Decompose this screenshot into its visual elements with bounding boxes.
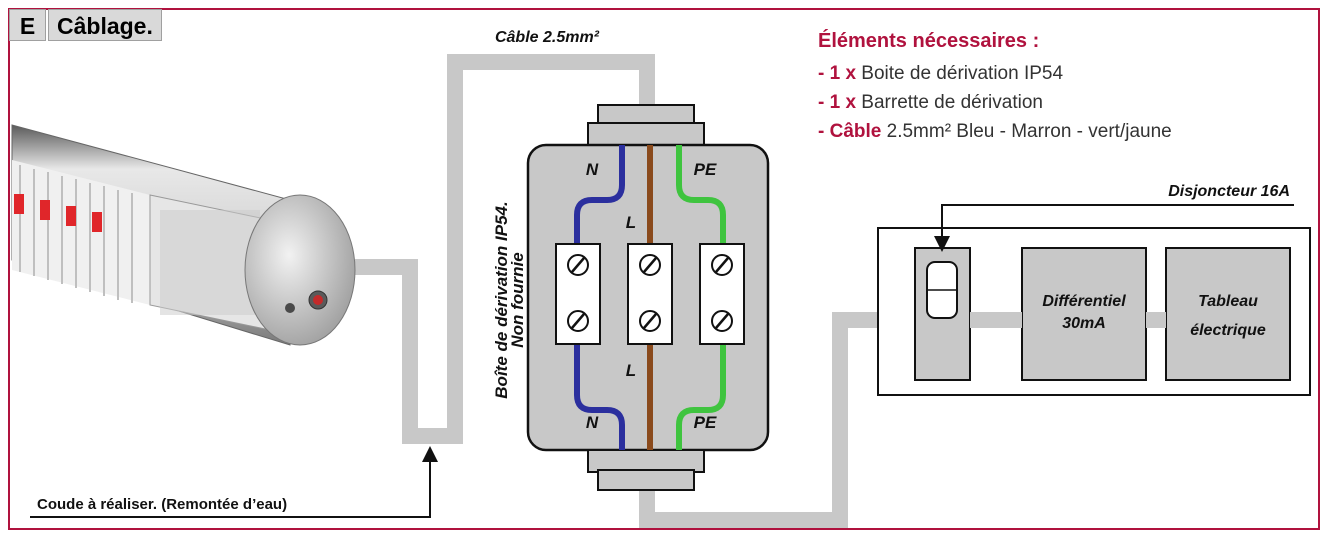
- cable-heater-to-box: [355, 54, 655, 444]
- diagram-frame: [8, 8, 1320, 530]
- terminal-n-top: N: [586, 160, 599, 179]
- requirement-text: Barrette de dérivation: [856, 92, 1043, 113]
- requirements-title: Éléments nécessaires :: [818, 30, 1040, 52]
- cable-label: Câble 2.5mm²: [495, 29, 600, 46]
- breaker-pointer: [934, 204, 1294, 252]
- differential-label-line2: 30mA: [1062, 315, 1106, 332]
- section-title: Câblage.: [48, 9, 162, 41]
- requirement-quantity: - Câble: [818, 121, 882, 142]
- terminal-block: [555, 243, 745, 345]
- requirement-quantity: - 1 x: [818, 92, 857, 113]
- box-label-line2: Non fournie: [508, 252, 527, 347]
- differential-label-line1: Différentiel: [1042, 293, 1126, 310]
- requirement-text: 2.5mm² Bleu - Marron - vert/jaune: [881, 121, 1172, 142]
- requirement-item: - 1 x Boite de dérivation IP54: [818, 59, 1172, 88]
- requirements-list: Éléments nécessaires : - 1 x Boite de dé…: [818, 30, 1172, 146]
- breaker-label: Disjoncteur 16A: [1168, 183, 1290, 200]
- elbow-pointer: [30, 446, 438, 518]
- elbow-label: Coude à réaliser. (Remontée d’eau): [37, 496, 287, 513]
- section-header: E Câblage.: [9, 9, 162, 41]
- panel-label-line2: électrique: [1190, 322, 1266, 339]
- panel-label-line1: Tableau: [1198, 293, 1258, 310]
- electrical-panel: [877, 227, 1311, 396]
- box-label-line1: Boîte de dérivation IP54.: [492, 201, 511, 398]
- terminal-pe-top: PE: [694, 160, 717, 179]
- section-letter: E: [9, 9, 46, 41]
- heater-illustration: [11, 124, 356, 346]
- terminal-n-bottom: N: [586, 413, 599, 432]
- requirement-quantity: - 1 x: [818, 63, 857, 84]
- requirement-item: - 1 x Barrette de dérivation: [818, 88, 1172, 117]
- requirement-text: Boite de dérivation IP54: [856, 63, 1064, 84]
- terminal-pe-bottom: PE: [694, 413, 717, 432]
- terminal-l-bottom: L: [626, 361, 636, 380]
- requirement-item: - Câble 2.5mm² Bleu - Marron - vert/jaun…: [818, 117, 1172, 146]
- terminal-l-top: L: [626, 213, 636, 232]
